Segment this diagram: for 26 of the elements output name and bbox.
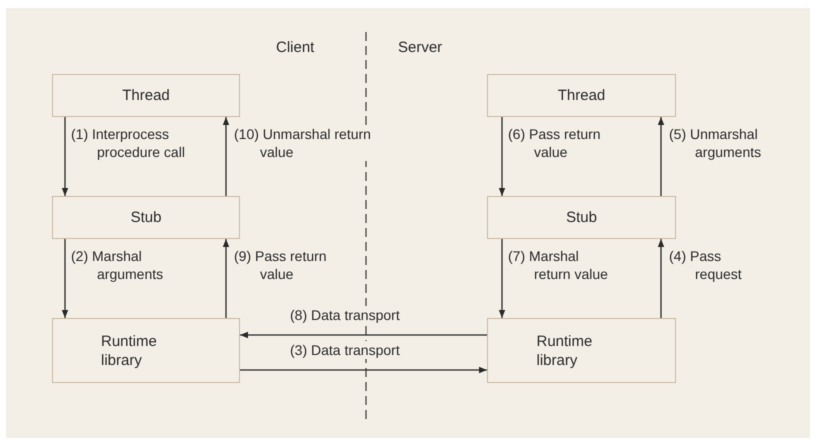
arrow [658,239,664,318]
box-label: Runtime library [101,332,158,370]
side-label: Server [398,38,442,57]
arrow [658,117,664,196]
arrow [240,366,487,374]
arrow [222,117,230,196]
process-box [52,196,240,239]
edge-label: (3) Data transport [290,341,400,359]
process-box [52,74,240,117]
arrow [62,117,68,196]
side-label: Client [276,38,314,57]
box-label: Stub [130,208,162,227]
process-box [487,318,676,383]
arrow [498,117,506,196]
box-label: Thread [122,86,170,105]
process-box [52,318,240,383]
process-box [487,196,676,239]
arrow [222,239,230,318]
edge-label: (8) Data transport [290,306,400,324]
arrow [240,332,487,338]
arrow [498,239,506,318]
process-box [487,74,676,117]
arrow [62,239,68,318]
box-label: Runtime library [536,332,594,370]
box-label: Thread [558,86,606,105]
box-label: Stub [566,208,597,227]
